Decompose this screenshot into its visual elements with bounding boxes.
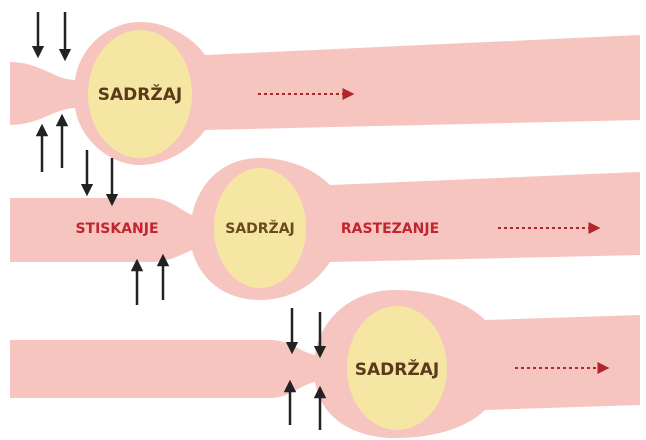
squeeze-label: STISKANJE: [75, 221, 158, 237]
tube-row-3: [10, 290, 640, 438]
down-arrows-row-3: [292, 308, 320, 352]
row-2: SADRŽAJ STISKANJE RASTEZANJE: [10, 150, 640, 305]
up-arrows-row-3: [290, 386, 320, 430]
content-label-row-2: SADRŽAJ: [225, 220, 295, 237]
row-1: SADRŽAJ: [10, 12, 640, 172]
content-label-row-3: SADRŽAJ: [355, 358, 439, 380]
row-3: SADRŽAJ: [10, 290, 640, 438]
up-arrows-row-2: [137, 260, 163, 305]
content-label-row-1: SADRŽAJ: [98, 83, 182, 105]
stretch-label: RASTEZANJE: [341, 221, 439, 237]
down-arrows-row-2: [87, 150, 112, 200]
down-arrows-row-1: [38, 12, 65, 55]
up-arrows-row-1: [42, 120, 62, 172]
